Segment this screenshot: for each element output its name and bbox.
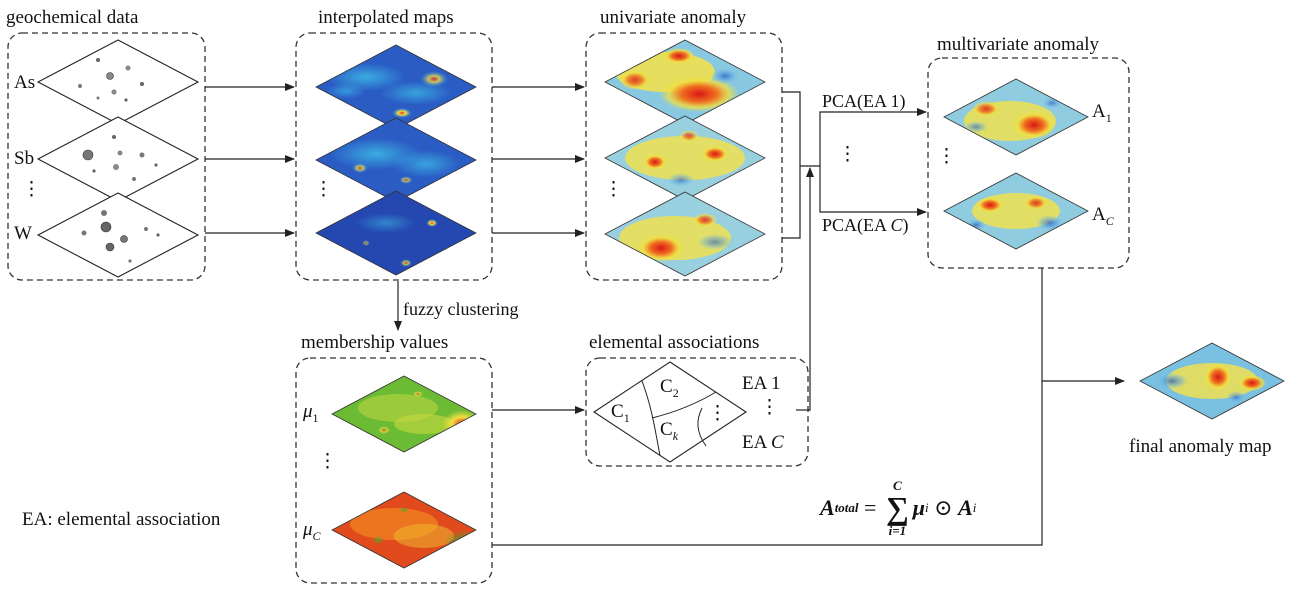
line-membership-formula — [492, 381, 1043, 546]
box-multivariate — [927, 57, 1130, 269]
univariate-map-2 — [604, 115, 766, 201]
interpolated-map-3 — [315, 190, 477, 276]
membership-label-mu1: μ1 — [303, 401, 319, 425]
title-final: final anomaly map — [1129, 436, 1272, 457]
arrow-pca-1 — [819, 108, 927, 166]
box-membership — [295, 357, 493, 584]
geochem-map-sb — [36, 116, 200, 202]
univariate-vdots: ⋮ — [604, 179, 623, 200]
box-interpolated — [295, 32, 493, 281]
cluster-label-c1: C1 — [611, 401, 630, 425]
multivariate-vdots: ⋮ — [937, 146, 956, 167]
pca-label-1: PCA(EA 1) — [822, 91, 906, 111]
interpolated-map-1 — [315, 44, 477, 130]
ea-label-1: EA 1 — [742, 373, 781, 394]
element-label-sb: Sb — [14, 148, 35, 169]
final-anomaly-map — [1139, 342, 1285, 420]
fuzzy-clustering-label: fuzzy clustering — [403, 299, 519, 319]
element-label-as: As — [14, 72, 36, 93]
arrow-ea-up — [806, 167, 814, 411]
box-geochemical — [7, 32, 206, 281]
box-elemental — [585, 357, 809, 467]
geochem-vdots: ⋮ — [22, 179, 41, 200]
membership-map-c — [331, 491, 477, 569]
geochem-map-w — [36, 192, 200, 278]
multivariate-label-ac: AC — [1092, 204, 1114, 228]
title-univariate: univariate anomaly — [600, 7, 747, 28]
title-elemental: elemental associations — [589, 332, 760, 353]
univariate-map-1 — [604, 39, 766, 125]
geochem-map-as — [36, 39, 200, 125]
multivariate-map-c — [943, 172, 1089, 250]
cluster-vdots: ⋮ — [708, 403, 727, 424]
cluster-label-c2: C2 — [660, 376, 679, 400]
membership-map-1 — [331, 375, 477, 453]
ea-label-c: EA C — [742, 432, 784, 453]
pca-vdots: ⋮ — [838, 144, 857, 165]
univariate-bracket — [782, 91, 801, 239]
interpolated-map-2 — [315, 117, 477, 203]
title-membership: membership values — [301, 332, 449, 353]
legend-ea: EA: elemental association — [22, 509, 221, 530]
arrow-pca-c — [819, 166, 927, 216]
membership-vdots: ⋮ — [318, 451, 337, 472]
multivariate-label-a1: A1 — [1092, 101, 1112, 125]
arrow-multi-final — [1041, 268, 1125, 385]
title-multivariate: multivariate anomaly — [937, 34, 1099, 55]
interpolated-vdots: ⋮ — [314, 179, 333, 200]
box-univariate — [585, 32, 783, 281]
ea-vdots: ⋮ — [760, 397, 779, 418]
element-label-w: W — [14, 223, 32, 244]
univariate-map-3 — [604, 191, 766, 277]
multivariate-map-1 — [943, 78, 1089, 156]
cluster-label-ck: Ck — [660, 419, 679, 443]
pca-label-c: PCA(EA C) — [822, 215, 909, 235]
membership-label-muc: μC — [303, 519, 321, 543]
cluster-diagram — [592, 361, 748, 463]
title-interpolated: interpolated maps — [318, 7, 454, 28]
title-geochemical: geochemical data — [6, 7, 139, 28]
